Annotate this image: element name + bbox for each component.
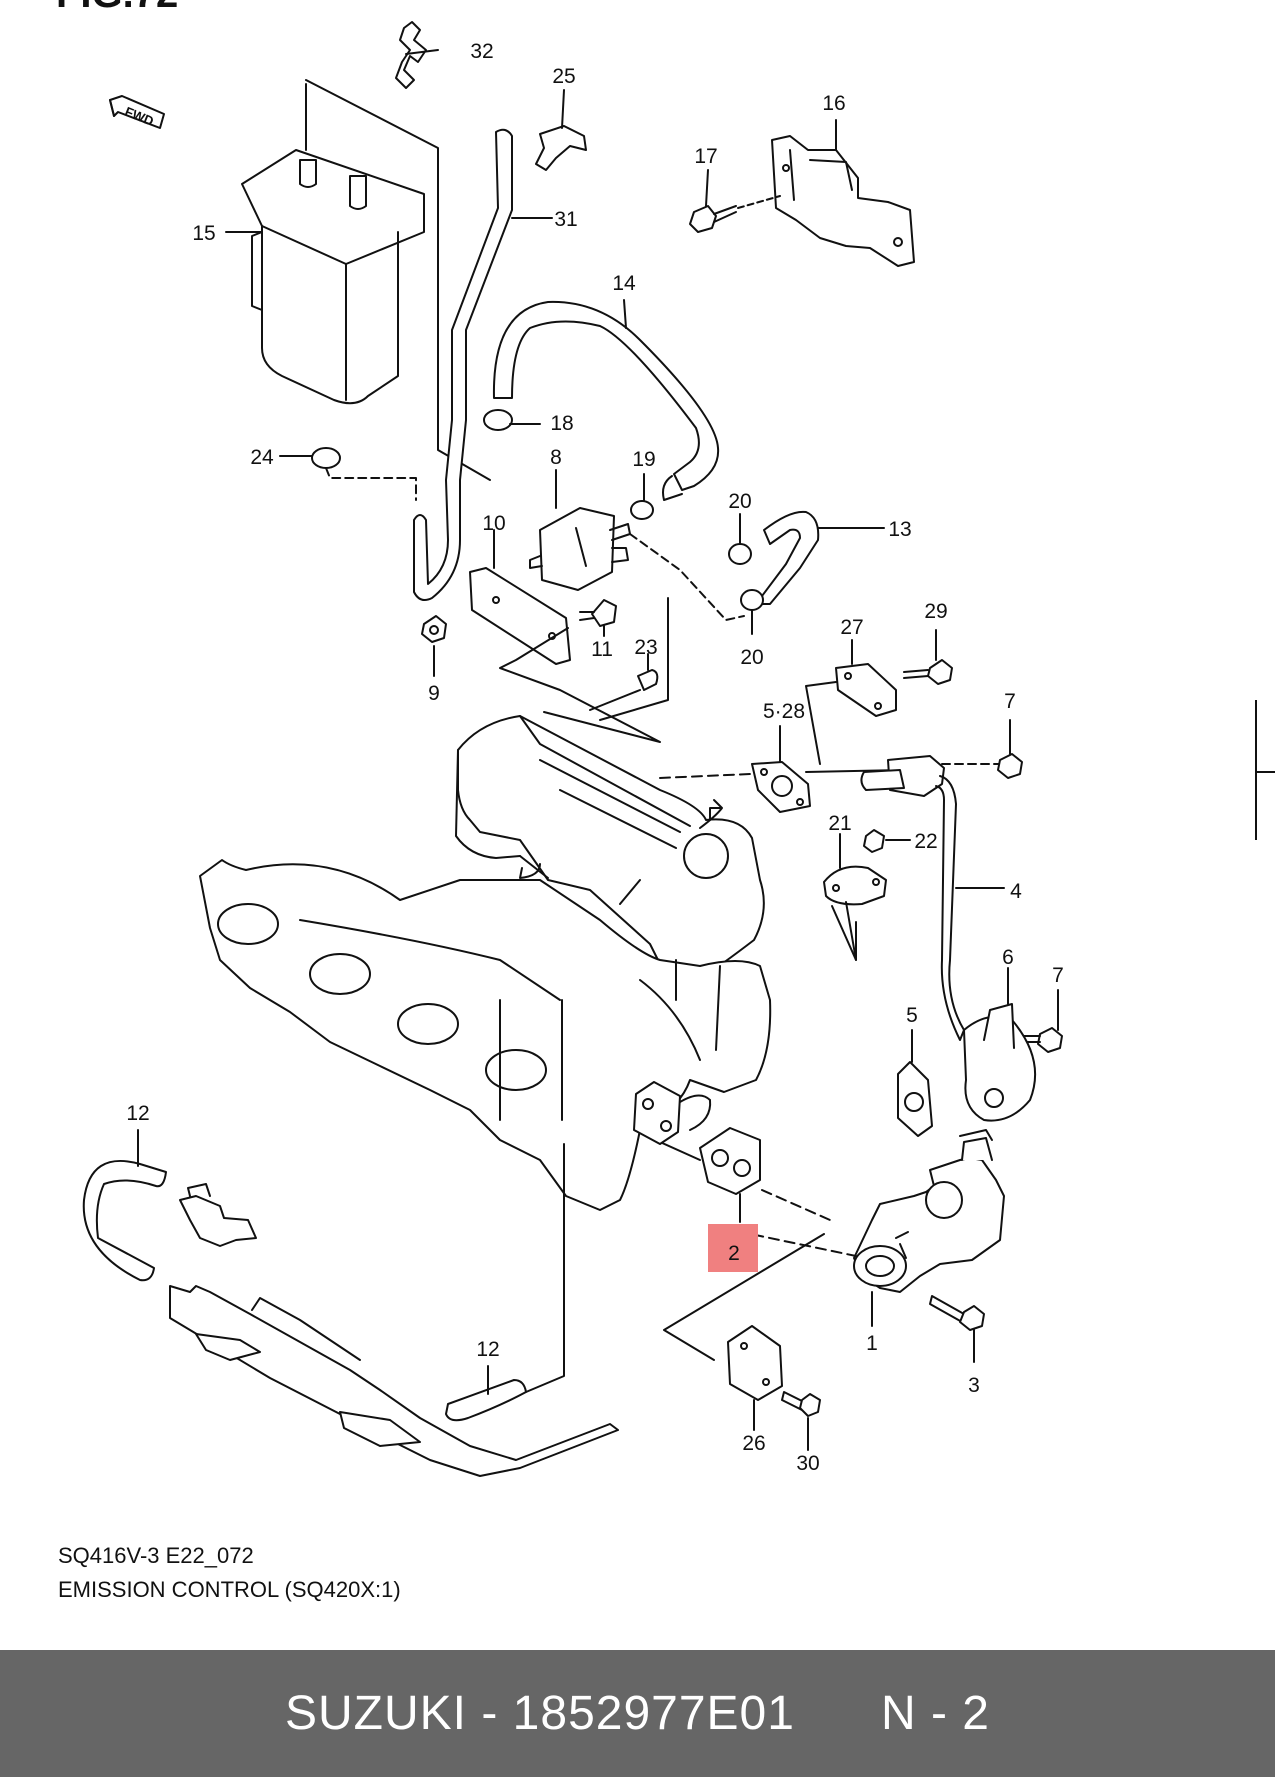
callout-5: 5 (906, 1004, 918, 1027)
callout-16: 16 (822, 92, 845, 115)
footer-bar: SUZUKI - 1852977E01 N - 2 (0, 1650, 1275, 1777)
callout-6: 6 (1002, 946, 1014, 969)
callout-31: 31 (554, 208, 577, 231)
fwd-arrow-icon (109, 95, 165, 129)
flange-part-6 (963, 967, 1037, 1122)
bolt-part-29 (903, 629, 953, 685)
callout-18: 18 (550, 412, 573, 435)
bracket-part-16 (771, 119, 915, 267)
callout-25: 25 (552, 65, 575, 88)
callout-29: 29 (924, 600, 947, 623)
callout-10: 10 (482, 512, 505, 535)
bolt-part-3 (929, 1295, 985, 1363)
manifold-egr-flange (633, 1081, 712, 1145)
callout-12-lower: 12 (476, 1338, 499, 1361)
footer-separator: - (467, 1687, 513, 1740)
callout-13: 13 (888, 518, 911, 541)
clamp-part-20-lower (629, 533, 764, 635)
gasket-part-5-28 (659, 725, 901, 813)
callout-7-upper: 7 (1004, 690, 1016, 713)
callout-21: 21 (828, 812, 851, 835)
charcoal-canister-part-15 (225, 79, 491, 481)
pipe-assembly-lower (169, 1285, 619, 1477)
cover-part-21 (823, 833, 887, 961)
highlight-box (708, 1224, 758, 1272)
callout-32: 32 (470, 40, 493, 63)
clamp-part-19 (630, 473, 654, 520)
callout-1: 1 (866, 1332, 878, 1355)
clip-part-25 (535, 89, 587, 171)
callout-5-28: 5·28 (763, 700, 805, 723)
diagram-code: SQ416V-3 E22_072 (58, 1543, 254, 1568)
egr-pipe-part-4 (860, 755, 1005, 1041)
callout-14: 14 (612, 272, 636, 295)
callout-12-upper: 12 (126, 1102, 149, 1125)
callout-27: 27 (840, 616, 863, 639)
cover-part-26 (727, 1325, 783, 1431)
bolt-part-17 (689, 169, 781, 233)
gasket-part-2 (659, 1127, 831, 1223)
valve-small (179, 1183, 257, 1247)
exhaust-manifold (199, 859, 772, 1211)
callout-20-upper: 20 (728, 490, 751, 513)
callout-30: 30 (796, 1452, 819, 1475)
callout-3: 3 (968, 1374, 980, 1397)
callout-7-lower: 7 (1052, 964, 1064, 987)
bolt-part-7-upper (997, 719, 1023, 779)
figure-title: FIG.72 (56, 0, 178, 17)
clamp-part-18 (483, 409, 541, 431)
bolt-part-30 (781, 1391, 821, 1451)
hose-part-31 (413, 128, 553, 601)
bolt-part-11 (579, 599, 617, 637)
callout-15: 15 (192, 222, 215, 245)
footer-part-number: 1852977E01 (512, 1687, 795, 1740)
callout-9: 9 (428, 682, 440, 705)
bolt-part-7-lower (1019, 989, 1063, 1053)
callout-11: 11 (591, 638, 613, 661)
callout-19: 19 (632, 448, 655, 471)
hose-part-12-upper (82, 1129, 167, 1282)
gasket-part-5 (897, 1029, 933, 1137)
bracket-part-10 (469, 529, 661, 743)
callout-24: 24 (250, 446, 274, 469)
callout-20-lower: 20 (740, 646, 763, 669)
clamp-part-24 (279, 447, 417, 501)
hose-part-12-lower (445, 1143, 565, 1422)
exploded-parts-diagram: FWD 32 25 16 17 31 15 14 18 24 8 19 10 2… (82, 21, 1275, 1477)
diagram-description: EMISSION CONTROL (SQ420X:1) (58, 1577, 401, 1602)
nut-part-9 (421, 615, 447, 677)
hose-part-14 (492, 299, 720, 501)
intake-manifold (455, 715, 765, 978)
clip-part-32 (395, 21, 439, 89)
cover-part-27 (805, 639, 897, 765)
hose-part-13 (755, 510, 885, 605)
footer-text: SUZUKI - 1852977E01 N - 2 (285, 1686, 990, 1741)
callout-23: 23 (634, 636, 657, 659)
pipe-part-23 (589, 597, 669, 721)
callout-26: 26 (742, 1432, 765, 1455)
footer-page: N - 2 (880, 1687, 990, 1740)
bolt-part-22 (863, 829, 911, 853)
footer-brand: SUZUKI (285, 1687, 468, 1740)
clamp-part-20-upper (728, 513, 752, 565)
vsv-part-8 (529, 469, 631, 591)
callout-17: 17 (694, 145, 717, 168)
egr-valve-part-1 (663, 1129, 1005, 1361)
callout-8: 8 (550, 446, 562, 469)
callout-22: 22 (914, 830, 937, 853)
callout-2: 2 (728, 1242, 740, 1265)
callout-4: 4 (1010, 880, 1022, 903)
